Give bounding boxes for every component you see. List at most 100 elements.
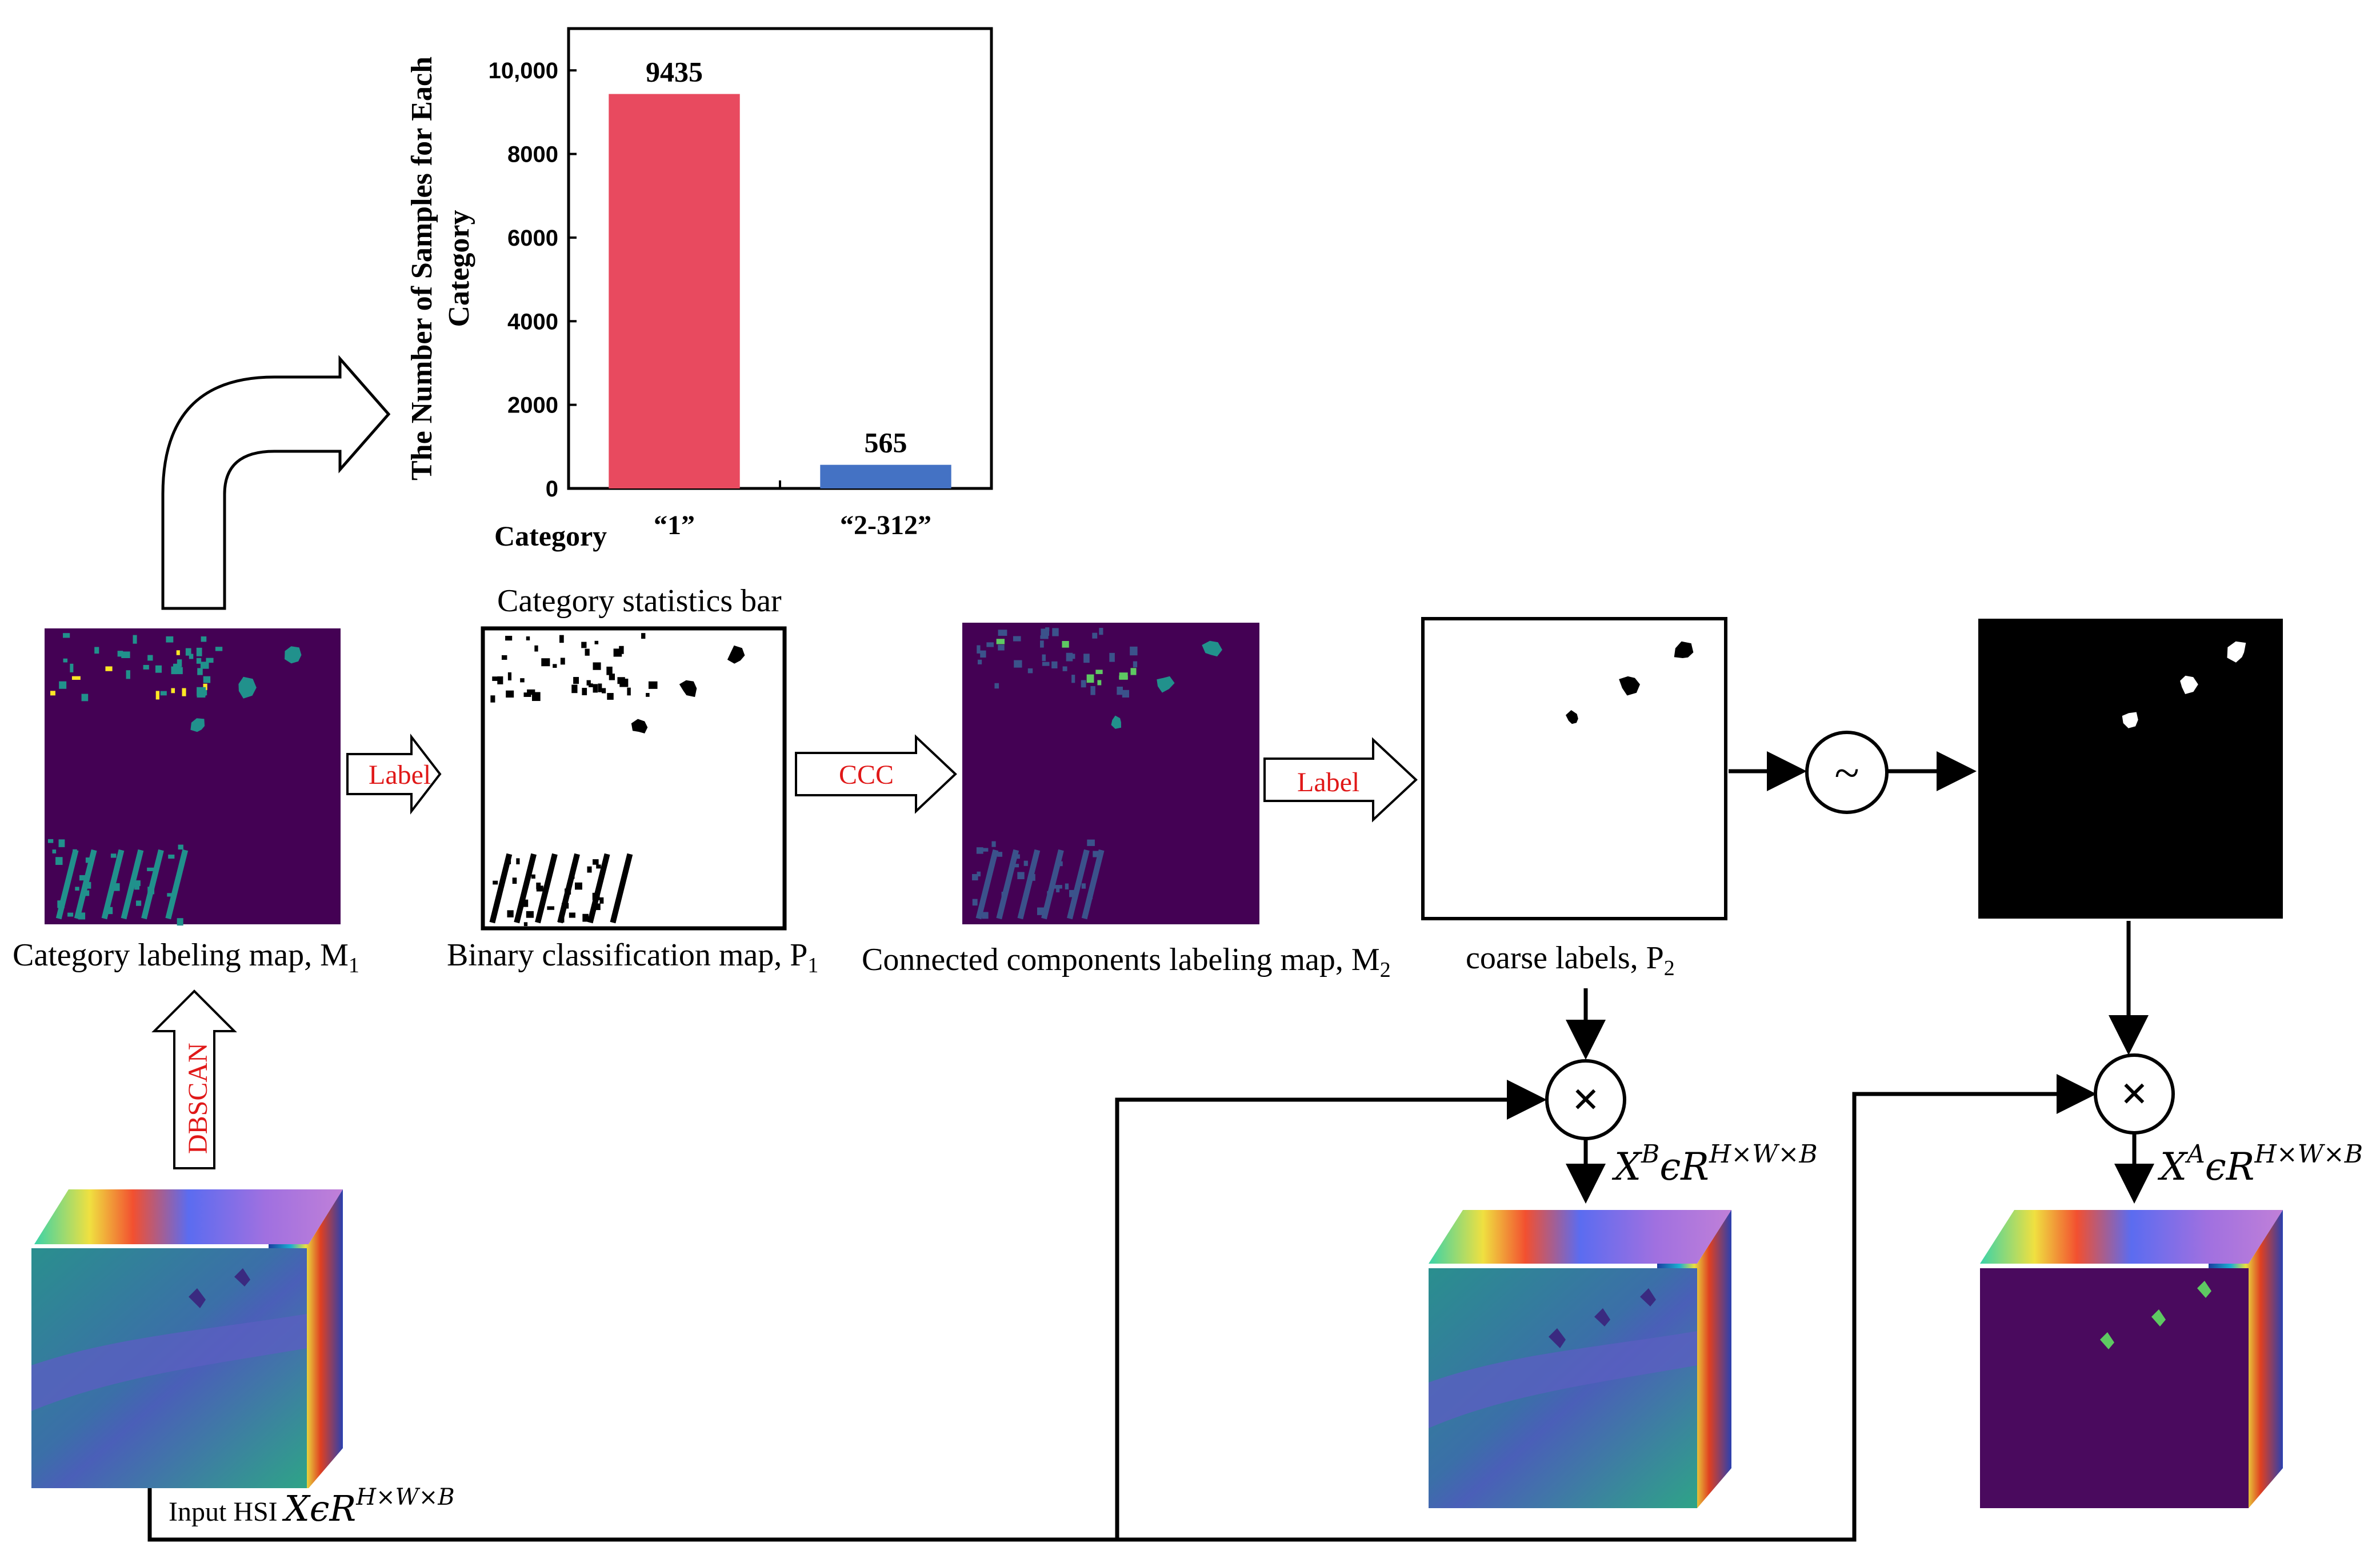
- coarse-labels-map-p2: [1421, 617, 1727, 920]
- speck: [59, 681, 67, 689]
- y-tick-label-5: 10,000: [489, 58, 558, 83]
- speck: [182, 688, 186, 696]
- speck: [526, 911, 534, 918]
- speck: [196, 658, 202, 664]
- speck: [147, 887, 155, 895]
- speck: [492, 676, 501, 681]
- speck: [646, 693, 650, 697]
- speck: [582, 913, 589, 922]
- not-operator: [1805, 731, 1889, 814]
- speck: [1087, 839, 1095, 846]
- x-tick-label-0: “1”: [654, 510, 695, 540]
- speck: [553, 664, 557, 668]
- speck: [215, 647, 223, 651]
- x-tick-label-1: “2-312”: [840, 510, 931, 540]
- speck: [175, 667, 183, 675]
- speck: [602, 688, 606, 694]
- speck: [1092, 632, 1098, 639]
- speck: [1001, 891, 1006, 900]
- speck: [185, 648, 191, 656]
- y-axis-label-line1: The Number of Samples for Each: [406, 57, 438, 480]
- speck: [47, 839, 54, 843]
- speck: [531, 692, 541, 702]
- speck: [547, 906, 555, 910]
- plane-2: [679, 680, 697, 698]
- speck: [1023, 860, 1028, 866]
- speck: [996, 639, 1005, 644]
- label-arrow-1: [346, 734, 442, 815]
- speck: [977, 659, 982, 664]
- speck: [201, 636, 207, 642]
- input-feed-line-2: [1117, 1074, 2097, 1542]
- speck: [78, 912, 86, 920]
- speck: [1042, 654, 1046, 662]
- speck: [57, 900, 65, 908]
- plane-2: [238, 676, 257, 699]
- speck: [1109, 652, 1115, 662]
- speck: [587, 866, 592, 873]
- speck: [507, 859, 511, 864]
- speck: [1097, 680, 1102, 686]
- speck: [1017, 872, 1025, 879]
- speck: [574, 882, 582, 890]
- input-feed-line: [147, 1080, 1547, 1542]
- ccc-arrow: [795, 734, 957, 814]
- p1-caption: Binary classification map, P1: [447, 937, 818, 977]
- stripe: [489, 853, 513, 924]
- speck: [507, 910, 514, 917]
- plane-3: [1111, 715, 1121, 729]
- speck: [143, 664, 149, 670]
- speck: [592, 892, 600, 900]
- speck: [588, 683, 593, 687]
- speck: [147, 867, 154, 871]
- multiply-operator-2-symbol: ×: [2121, 1067, 2148, 1120]
- speck: [70, 663, 74, 672]
- xa-cube: [1980, 1210, 2283, 1508]
- speck: [58, 839, 65, 847]
- speck: [1090, 686, 1095, 695]
- speck: [998, 630, 1007, 636]
- speck: [512, 877, 517, 884]
- speck: [1014, 864, 1019, 868]
- stripe: [1017, 849, 1041, 920]
- input-hsi-cube: [31, 1189, 343, 1488]
- xb-label: XBϵRH×W×B: [1611, 1140, 1818, 1189]
- plane-1: [727, 645, 745, 664]
- speck: [203, 683, 207, 690]
- speck: [1037, 907, 1045, 915]
- speck: [177, 659, 182, 667]
- speck: [497, 676, 503, 684]
- speck: [1066, 652, 1073, 662]
- speck: [83, 890, 90, 896]
- speck: [986, 642, 994, 647]
- binary-classification-map-p1: [481, 626, 787, 931]
- speck: [52, 849, 57, 853]
- stripe: [165, 849, 189, 920]
- speck: [63, 658, 68, 663]
- speck: [189, 654, 194, 659]
- plane-3: [1566, 710, 1578, 724]
- stripe: [975, 849, 999, 920]
- speck: [75, 887, 79, 891]
- stripe: [610, 853, 633, 924]
- plane-3: [190, 718, 205, 732]
- speck: [581, 642, 587, 648]
- plane-3: [2122, 712, 2138, 728]
- speck: [506, 690, 514, 698]
- speck: [609, 674, 615, 680]
- speck: [178, 844, 183, 850]
- stripe: [996, 849, 1019, 920]
- speck: [73, 849, 77, 856]
- speck: [972, 899, 978, 906]
- speck: [176, 650, 180, 655]
- y-tick-label-4: 8000: [507, 142, 558, 167]
- speck: [997, 852, 1003, 857]
- speck: [105, 666, 113, 671]
- label-arrow-2-text: Label: [1297, 767, 1359, 797]
- speck: [171, 688, 175, 694]
- speck: [585, 648, 590, 656]
- speck: [155, 691, 159, 700]
- stripe: [587, 853, 610, 924]
- speck: [117, 651, 123, 657]
